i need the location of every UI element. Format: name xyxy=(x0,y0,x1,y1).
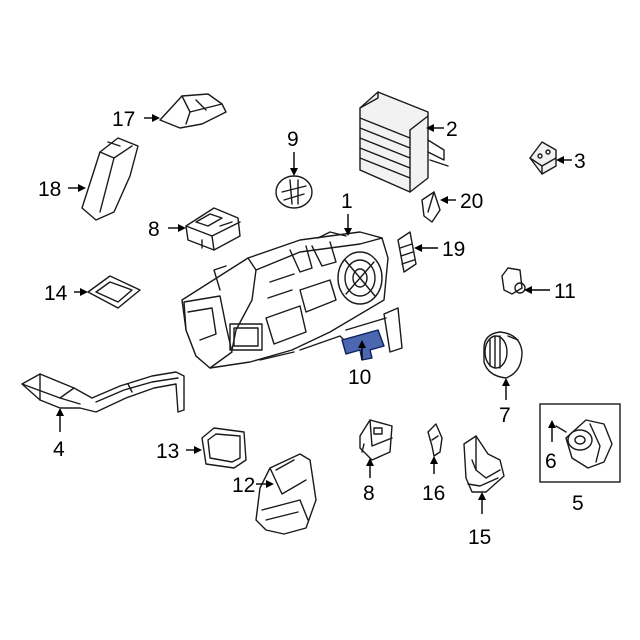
callout-17: 17 xyxy=(112,108,160,131)
callout-6-label: 6 xyxy=(545,450,557,473)
callout-15: 15 xyxy=(468,492,491,549)
part-hvac-housing xyxy=(181,231,389,369)
callout-15-label: 15 xyxy=(468,526,491,549)
part-20-bracket xyxy=(421,191,441,223)
callout-18-label: 18 xyxy=(38,178,61,201)
part-11-sensor xyxy=(501,267,526,295)
callout-8-lower-label: 8 xyxy=(363,482,375,505)
callout-13: 13 xyxy=(156,440,202,463)
callout-18: 18 xyxy=(38,178,86,201)
part-12-outlet-duct xyxy=(255,453,317,535)
part-17-upper-duct xyxy=(159,93,227,129)
callout-7-label: 7 xyxy=(499,404,511,427)
callout-19-label: 19 xyxy=(442,238,465,261)
callout-3: 3 xyxy=(556,150,586,173)
callout-14-label: 14 xyxy=(44,282,68,305)
callout-8-lower: 8 xyxy=(363,458,375,505)
part-16-clip xyxy=(427,423,443,457)
callout-11-label: 11 xyxy=(554,280,576,303)
part-19-connector xyxy=(397,231,417,273)
callout-9: 9 xyxy=(287,128,299,176)
callout-20-label: 20 xyxy=(460,190,483,213)
part-8-actuator-upper xyxy=(185,207,241,251)
callout-4-label: 4 xyxy=(53,438,65,461)
part-4-heater-tubes xyxy=(21,371,185,413)
callout-17-label: 17 xyxy=(112,108,135,131)
callout-4: 4 xyxy=(53,408,65,461)
part-13-gasket xyxy=(201,427,247,469)
part-3-switch xyxy=(529,141,557,175)
callout-10-label: 10 xyxy=(348,366,371,389)
callout-1-label: 1 xyxy=(341,190,353,213)
part-14-seal xyxy=(87,275,141,309)
part-9-filter xyxy=(275,175,313,209)
callout-13-label: 13 xyxy=(156,440,179,463)
part-2-evaporator-core xyxy=(359,91,449,193)
callout-6: 6 xyxy=(545,420,557,473)
part-8-actuator-lower xyxy=(359,419,393,461)
callout-12: 12 xyxy=(232,474,274,497)
callout-9-label: 9 xyxy=(287,128,299,151)
callout-8-upper: 8 xyxy=(148,218,186,241)
callout-5-label: 5 xyxy=(572,492,584,515)
part-10-bracket xyxy=(345,307,403,353)
part-5-box xyxy=(539,403,621,483)
callout-14: 14 xyxy=(44,282,88,305)
callout-11: 11 xyxy=(524,280,576,303)
callout-3-label: 3 xyxy=(574,150,586,173)
callout-20: 20 xyxy=(440,190,483,213)
callout-16: 16 xyxy=(422,456,445,505)
part-6-blower-motor xyxy=(555,419,613,469)
callout-7: 7 xyxy=(499,378,511,427)
callout-10: 10 xyxy=(348,340,371,389)
part-15-duct-bracket xyxy=(463,435,505,493)
callout-12-label: 12 xyxy=(232,474,255,497)
callout-5: 5 xyxy=(572,492,584,515)
callout-2: 2 xyxy=(426,118,458,141)
callout-8-upper-label: 8 xyxy=(148,218,160,241)
callout-19: 19 xyxy=(414,238,465,261)
callout-2-label: 2 xyxy=(446,118,458,141)
part-7-blower-wheel xyxy=(483,331,523,379)
callout-16-label: 16 xyxy=(422,482,445,505)
callout-1: 1 xyxy=(341,190,353,236)
part-18-vertical-duct xyxy=(81,137,139,221)
